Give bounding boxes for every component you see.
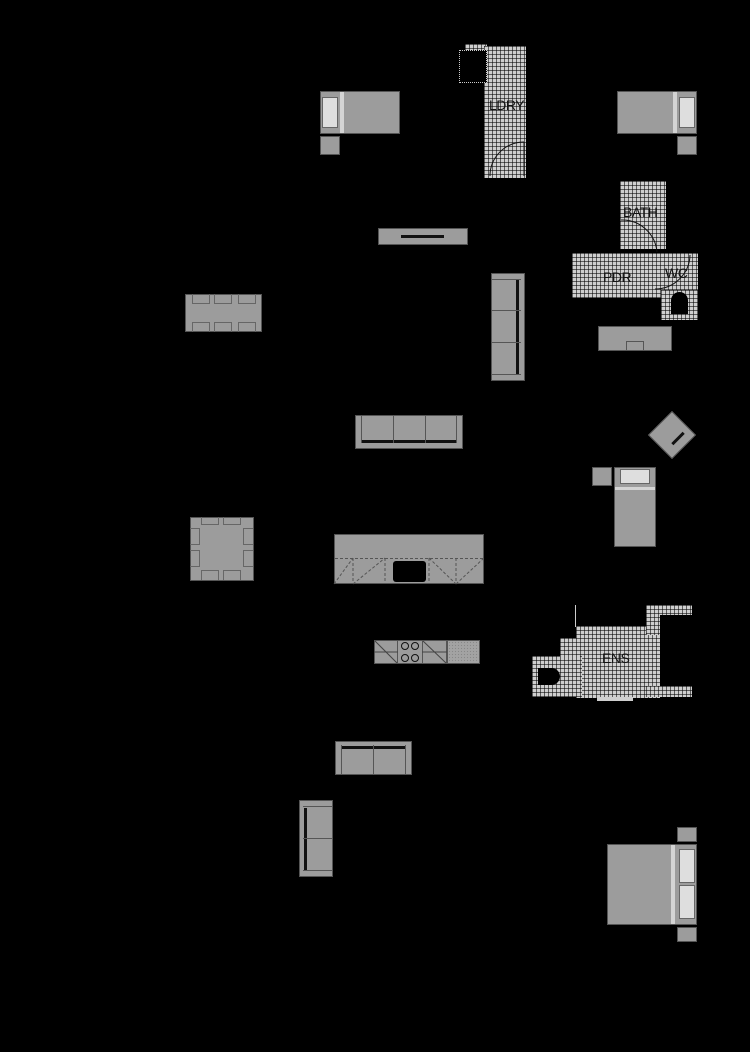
bath-door-swing-icon [620, 219, 658, 253]
cabinet-dashes-icon [333, 557, 485, 585]
bath-label: BATH [623, 204, 658, 220]
basin-icon [626, 341, 644, 351]
toilet-icon [671, 292, 688, 314]
powder-label: PDR [603, 269, 632, 285]
ensuite-label: ENS [602, 650, 630, 666]
ensuite-toilet-icon [538, 668, 560, 685]
wc-door-swing-icon [654, 254, 691, 290]
sink-icon [393, 561, 426, 582]
laundry-door-swing-icon [489, 141, 525, 177]
wc-label: WC [665, 265, 688, 281]
laundry-label: LDRY [489, 97, 525, 113]
bench-lines-icon [374, 640, 447, 664]
cooktop-icon [401, 642, 419, 662]
